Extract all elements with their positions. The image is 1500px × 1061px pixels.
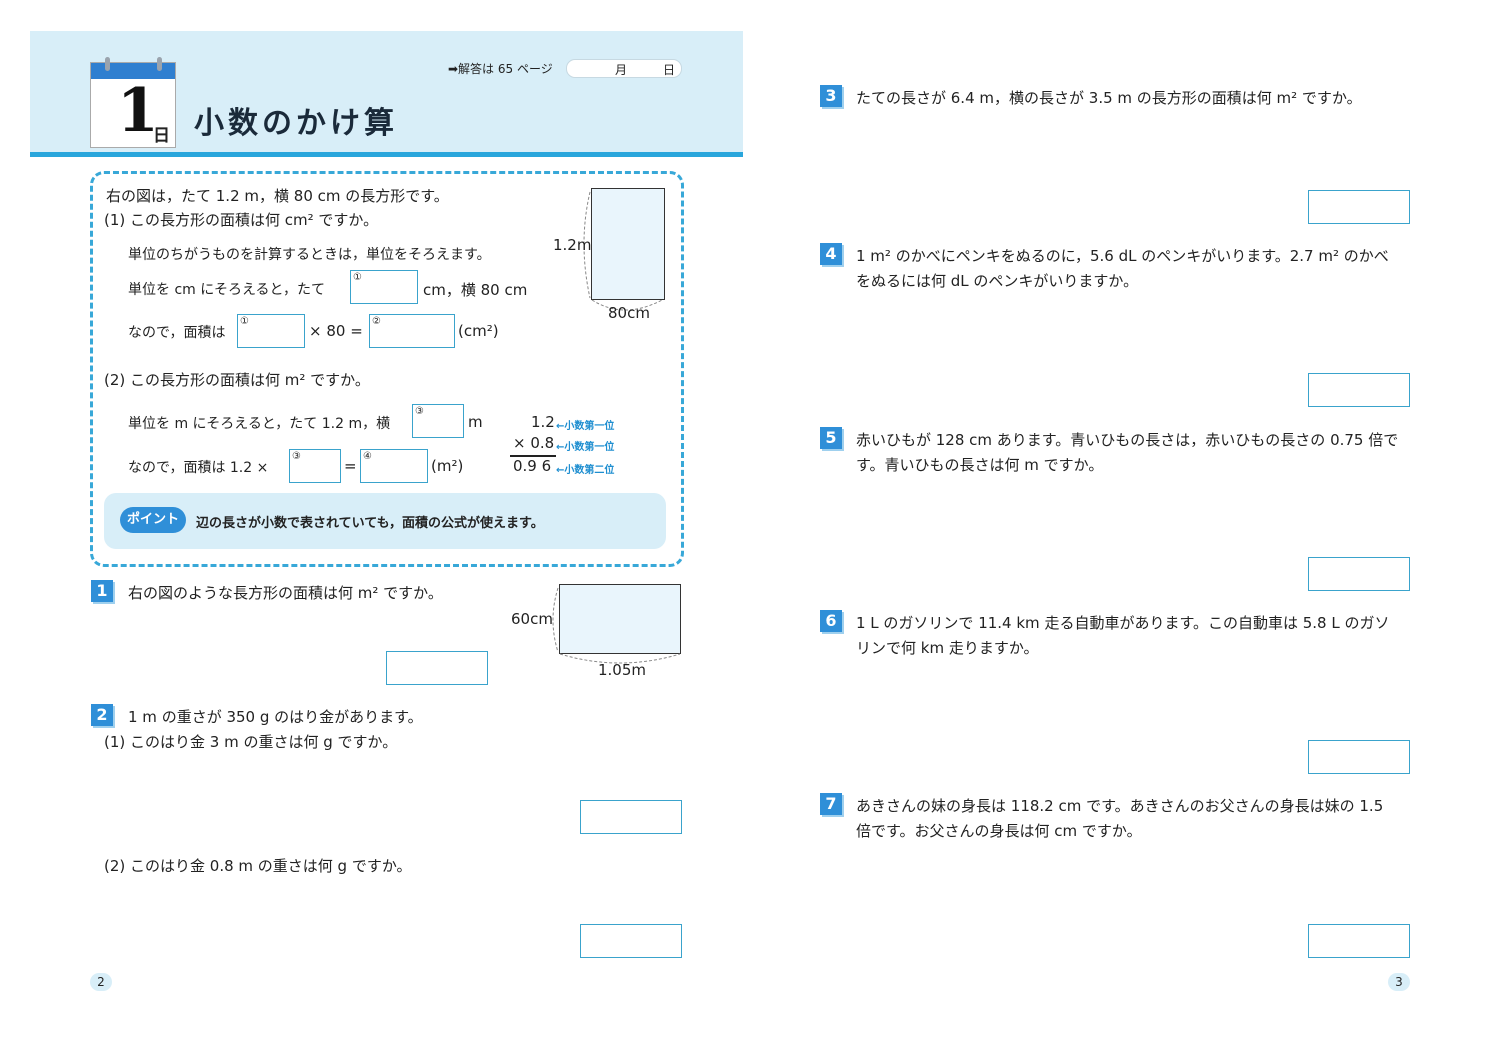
calc-note-3: ←小数第二位 bbox=[556, 465, 615, 476]
problem-5-text2: す。青いひもの長さは何 m ですか。 bbox=[856, 456, 1104, 474]
problem-4-text2: をぬるには何 dL のペンキがいりますか。 bbox=[856, 272, 1139, 290]
problem-3-badge: 3 bbox=[820, 85, 842, 107]
example-q2-line2-a: なので，面積は 1.2 × bbox=[128, 460, 269, 476]
calc-row-3: 0.9 6 bbox=[513, 457, 552, 475]
problem-3-text: たての長さが 6.4 m，横の長さが 3.5 m の長方形の面積は何 m² です… bbox=[856, 89, 1362, 107]
point-text: 辺の長さが小数で表されていても，面積の公式が使えます。 bbox=[196, 516, 544, 531]
problem-7-answer-box[interactable] bbox=[1308, 924, 1410, 958]
example-q1-line2-a: なので，面積は bbox=[128, 325, 226, 341]
problem-6-badge: 6 bbox=[820, 610, 842, 632]
problem-1-badge: 1 bbox=[91, 580, 113, 602]
problem-1-text: 右の図のような長方形の面積は何 m² ですか。 bbox=[128, 584, 443, 602]
example-q1-line2-c: (cm²) bbox=[458, 322, 499, 340]
calc-note-1: ←小数第一位 bbox=[556, 421, 615, 432]
problem-7-text: あきさんの妹の身長は 118.2 cm です。あきさんのお父さんの身長は妹の 1… bbox=[856, 797, 1384, 815]
calendar-ring-right bbox=[157, 57, 162, 71]
date-field[interactable]: 月 日 bbox=[566, 59, 682, 78]
problem-2-2-answer-box[interactable] bbox=[580, 924, 682, 958]
example-fig-height: 1.2m bbox=[553, 236, 592, 254]
answer-blank-1b[interactable]: ① bbox=[237, 314, 305, 348]
problem-2-sub1: (1) このはり金 3 m の重さは何 g ですか。 bbox=[104, 733, 398, 751]
problem-6-answer-box[interactable] bbox=[1308, 740, 1410, 774]
page-title: 小数のかけ算 bbox=[194, 106, 398, 141]
calendar-icon: 1 日 bbox=[90, 57, 176, 148]
problem-1-answer-box[interactable] bbox=[386, 651, 488, 685]
problem-2-badge: 2 bbox=[91, 704, 113, 726]
example-intro: 右の図は，たて 1.2 m，横 80 cm の長方形です。 bbox=[106, 187, 449, 205]
page-number-left: 2 bbox=[90, 973, 112, 991]
problem-5-text: 赤いひもが 128 cm あります。青いひもの長さは，赤いひもの長さの 0.75… bbox=[856, 431, 1399, 449]
problem-6-text2: リンで何 km 走りますか。 bbox=[856, 639, 1039, 657]
month-label: 月 bbox=[615, 63, 628, 77]
example-rectangle-figure bbox=[591, 188, 665, 300]
calc-note-2: ←小数第一位 bbox=[556, 442, 615, 453]
day-unit: 日 bbox=[153, 126, 170, 146]
problem-2-1-answer-box[interactable] bbox=[580, 800, 682, 834]
example-q2-line1-a: 単位を m にそろえると，たて 1.2 m，横 bbox=[128, 416, 391, 432]
answer-blank-4[interactable]: ④ bbox=[360, 449, 428, 483]
problem-5-answer-box[interactable] bbox=[1308, 557, 1410, 591]
answer-blank-3b[interactable]: ③ bbox=[289, 449, 341, 483]
answer-blank-3[interactable]: ③ bbox=[412, 404, 464, 438]
example-q2: (2) この長方形の面積は何 m² ですか。 bbox=[104, 371, 370, 389]
example-figure-dimension-lines bbox=[583, 191, 663, 311]
problem-7-badge: 7 bbox=[820, 793, 842, 815]
calc-row-1: 1.2 bbox=[531, 413, 555, 431]
calendar-ring-left bbox=[105, 57, 110, 71]
point-callout: ポイント 辺の長さが小数で表されていても，面積の公式が使えます。 bbox=[104, 493, 666, 549]
problem-1-dimension-lines bbox=[552, 587, 681, 664]
problem-1-fig-width: 1.05m bbox=[598, 661, 647, 679]
example-fig-width: 80cm bbox=[608, 304, 650, 322]
answer-blank-1[interactable]: ① bbox=[350, 270, 418, 304]
problem-4-badge: 4 bbox=[820, 243, 842, 265]
example-q1-line1-a: 単位を cm にそろえると，たて bbox=[128, 282, 325, 298]
problem-6-text: 1 L のガソリンで 11.4 km 走る自動車があります。この自動車は 5.8… bbox=[856, 614, 1390, 632]
problem-2-sub2: (2) このはり金 0.8 m の重さは何 g ですか。 bbox=[104, 857, 412, 875]
page-number-right: 3 bbox=[1388, 973, 1410, 991]
example-q2-line1-b: m bbox=[468, 413, 483, 431]
example-q1: (1) この長方形の面積は何 cm² ですか。 bbox=[104, 211, 379, 229]
problem-4-answer-box[interactable] bbox=[1308, 373, 1410, 407]
problem-4-text: 1 m² のかべにペンキをぬるのに，5.6 dL のペンキがいります。2.7 m… bbox=[856, 247, 1389, 265]
example-q1-note: 単位のちがうものを計算するときは，単位をそろえます。 bbox=[128, 247, 491, 263]
problem-1-rectangle-figure bbox=[559, 584, 681, 654]
answer-blank-2[interactable]: ② bbox=[369, 314, 455, 348]
day-label: 日 bbox=[663, 63, 676, 77]
calendar-top-bar bbox=[91, 63, 175, 79]
calc-underline bbox=[510, 455, 556, 457]
answer-reference: ➡解答は 65 ページ bbox=[448, 62, 553, 76]
point-badge: ポイント bbox=[120, 507, 186, 533]
example-q2-line2-c: (m²) bbox=[431, 457, 464, 475]
example-q2-line2-b: = bbox=[344, 457, 357, 475]
example-q1-line2-b: × 80 = bbox=[309, 322, 363, 340]
day-number: 1 bbox=[117, 76, 159, 146]
problem-5-badge: 5 bbox=[820, 427, 842, 449]
problem-1-fig-height: 60cm bbox=[511, 610, 553, 628]
header-rule bbox=[30, 152, 743, 157]
example-q1-line1-b: cm，横 80 cm bbox=[423, 281, 528, 299]
calc-row-2: × 0.8 bbox=[513, 434, 555, 452]
problem-3-answer-box[interactable] bbox=[1308, 190, 1410, 224]
problem-2-text: 1 m の重さが 350 g のはり金があります。 bbox=[128, 708, 423, 726]
problem-7-text2: 倍です。お父さんの身長は何 cm ですか。 bbox=[856, 822, 1142, 840]
